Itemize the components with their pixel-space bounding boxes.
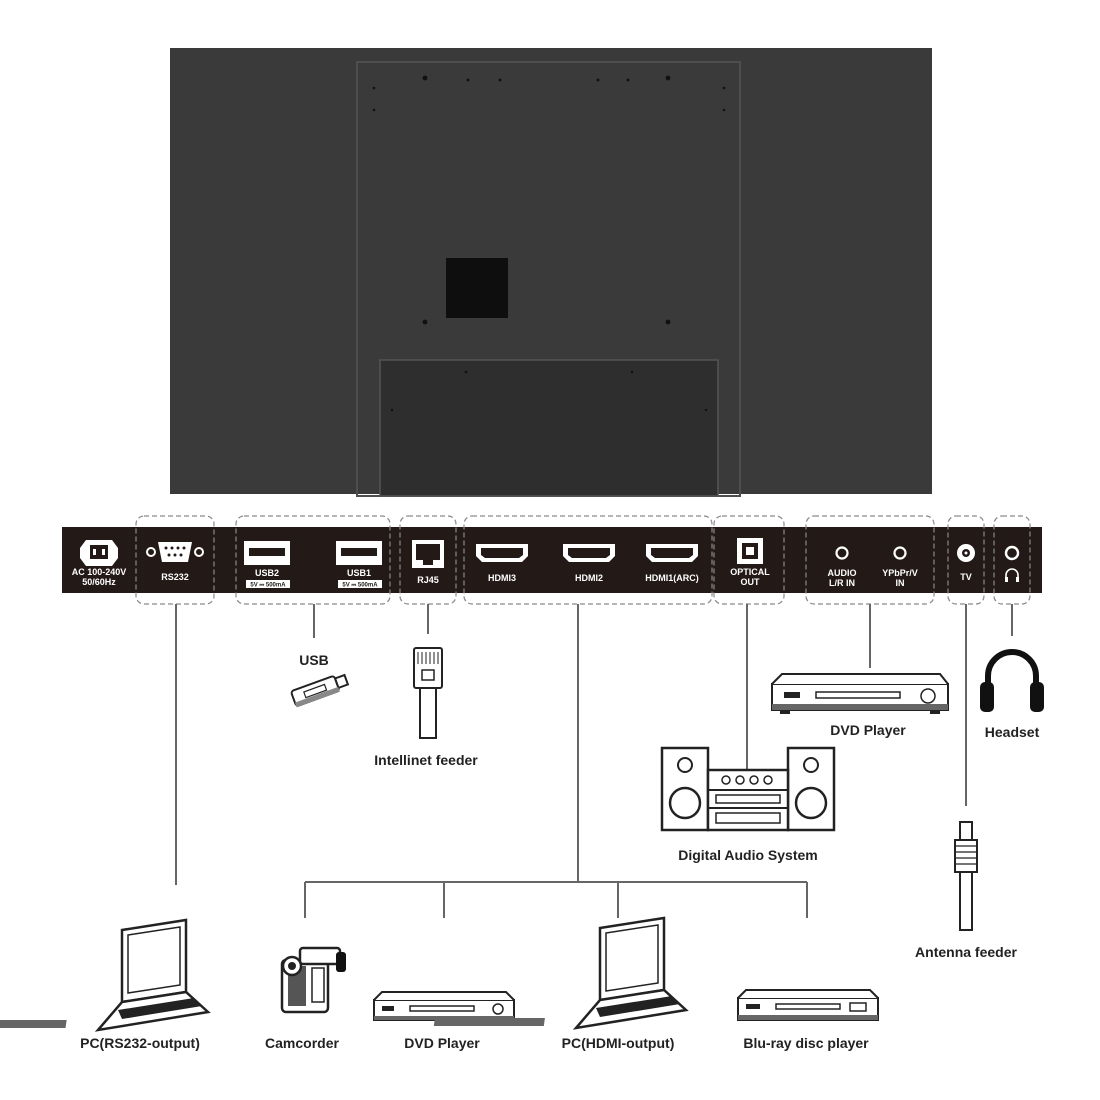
- ethernet-plug-icon: [413, 647, 443, 739]
- laptop-rs232-icon: [0, 918, 211, 1032]
- tv-back-panel: [170, 48, 932, 497]
- headset-icon: [980, 649, 1044, 712]
- optical-label-1: OPTICAL: [730, 567, 770, 577]
- intellinet-label: Intellinet feeder: [374, 752, 478, 768]
- laptop-hdmi-icon: [433, 916, 689, 1030]
- usb2-label: USB2: [255, 568, 279, 578]
- dvd-player-top-icon: [771, 673, 949, 714]
- antenna-label: Antenna feeder: [915, 944, 1017, 960]
- antenna-plug-icon: [954, 821, 978, 931]
- usb-device-label: USB: [299, 652, 329, 668]
- tv-label: TV: [960, 572, 972, 582]
- rs232-label: RS232: [161, 572, 189, 582]
- hdmi1-port: HDMI1(ARC): [645, 544, 699, 583]
- usb2-port: USB2 5V ⎓ 500mA: [244, 541, 290, 589]
- tv-antenna-port: TV: [957, 544, 975, 582]
- connector-strip: AC 100-240V 50/60Hz RS232 USB2 5V ⎓ 500m…: [62, 515, 1042, 605]
- usb1-port: USB1 5V ⎓ 500mA: [336, 541, 382, 589]
- vesa-mount-plate: [446, 258, 508, 318]
- hdmi2-port: HDMI2: [563, 544, 615, 583]
- ypbpr-label-1: YPbPr/V: [882, 568, 918, 578]
- bluray-label: Blu-ray disc player: [743, 1035, 869, 1051]
- pc-hdmi-label: PC(HDMI-output): [562, 1035, 675, 1051]
- audio-label-2: L/R IN: [829, 578, 855, 588]
- audio-system-icon: [660, 746, 836, 832]
- usb1-spec: 5V ⎓ 500mA: [342, 583, 378, 589]
- usb-stick-icon: [290, 673, 350, 708]
- rj45-port: RJ45: [412, 540, 444, 585]
- bluray-player-icon: [737, 989, 879, 1021]
- hdmi3-port: HDMI3: [476, 544, 528, 583]
- camcorder-label: Camcorder: [265, 1035, 339, 1051]
- audio-in-port: AUDIO L/R IN: [828, 546, 857, 588]
- headset-label: Headset: [985, 724, 1040, 740]
- audio-label-1: AUDIO: [828, 568, 857, 578]
- dvd-player-bottom-label: DVD Player: [404, 1035, 480, 1051]
- dvd-player-top-label: DVD Player: [830, 722, 906, 738]
- cables: [175, 604, 1013, 918]
- optical-out-port: OPTICAL OUT: [730, 538, 770, 587]
- hdmi3-label: HDMI3: [488, 573, 516, 583]
- ac-label-2: 50/60Hz: [82, 577, 116, 587]
- dvd-player-bottom-icon: [373, 991, 515, 1021]
- rj45-label: RJ45: [417, 575, 439, 585]
- hdmi1-label: HDMI1(ARC): [645, 573, 699, 583]
- usb1-label: USB1: [347, 568, 371, 578]
- hdmi2-label: HDMI2: [575, 573, 603, 583]
- ypbpr-in-port: YPbPr/V IN: [882, 546, 918, 588]
- ac-power-port: AC 100-240V 50/60Hz: [72, 540, 127, 587]
- pc-rs232-label: PC(RS232-output): [80, 1035, 200, 1051]
- camcorder-icon: [280, 946, 346, 1014]
- headphone-port: [1004, 545, 1020, 582]
- ac-label-1: AC 100-240V: [72, 567, 127, 577]
- audio-system-label: Digital Audio System: [678, 847, 818, 863]
- optical-label-2: OUT: [741, 577, 761, 587]
- headphone-icon: [1005, 568, 1019, 582]
- ypbpr-label-2: IN: [896, 578, 905, 588]
- usb2-spec: 5V ⎓ 500mA: [250, 583, 286, 589]
- rs232-port: RS232: [146, 542, 204, 582]
